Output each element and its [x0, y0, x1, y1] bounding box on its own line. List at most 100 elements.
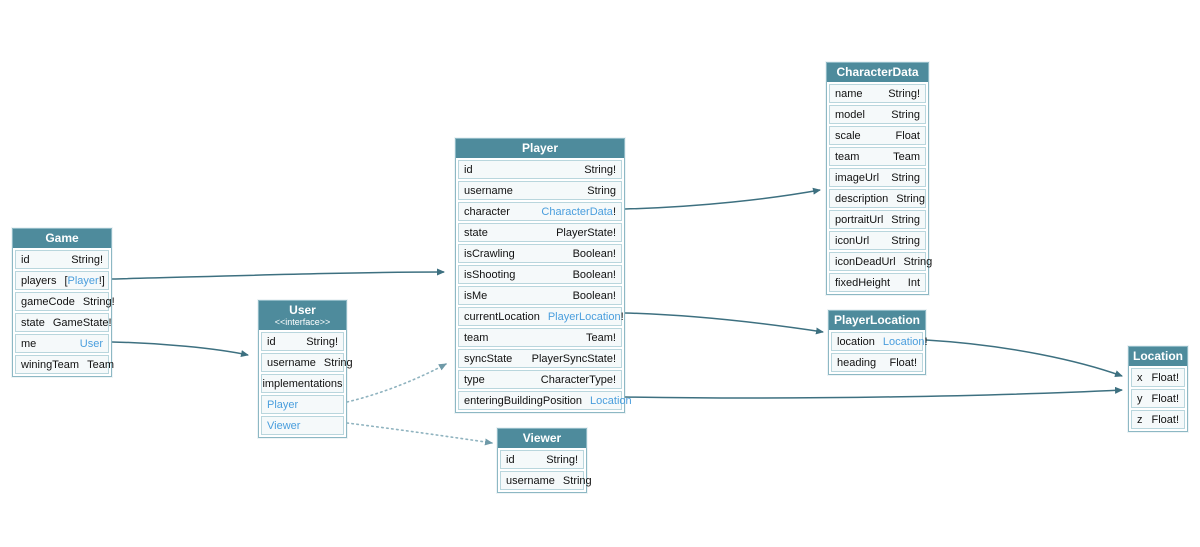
field-type: Float! [1151, 412, 1179, 428]
table-header-player[interactable]: Player [456, 139, 624, 158]
field-type: Boolean! [573, 267, 616, 283]
field-name: team [835, 151, 860, 163]
field-name: iconUrl [835, 235, 870, 247]
field-name: imageUrl [835, 172, 880, 184]
field-name: character [464, 206, 510, 218]
type-text: String! [888, 88, 920, 100]
table-header-location[interactable]: Location [1129, 347, 1187, 366]
table-header-characterdata[interactable]: CharacterData [827, 63, 928, 82]
field-type: Float! [889, 355, 917, 371]
type-text: Int [907, 277, 920, 289]
field-row-viewer-id[interactable]: id String! [500, 450, 584, 469]
type-link[interactable]: Location [590, 395, 632, 407]
table-title: CharacterData [836, 65, 919, 79]
field-row-location-z[interactable]: z Float! [1131, 410, 1185, 429]
field-name: username [506, 475, 555, 487]
type-text: String [891, 109, 920, 121]
type-link[interactable]: Player [67, 275, 99, 287]
type-link[interactable]: Location [882, 336, 925, 348]
field-name: id [506, 454, 515, 466]
type-text: Team [893, 151, 920, 163]
field-type: String [587, 183, 616, 199]
field-row-player-iscrawling[interactable]: isCrawling Boolean! [458, 244, 622, 263]
field-row-user-implementations[interactable]: implementations [261, 374, 344, 393]
field-row-game-players[interactable]: players[Player!] [15, 271, 109, 290]
field-name: isCrawling [464, 248, 515, 260]
type-text: String! [584, 164, 616, 176]
field-type: String [324, 355, 353, 371]
field-row-location-y[interactable]: y Float! [1131, 389, 1185, 408]
edge-user-player-to-player [346, 363, 447, 403]
implementation-link[interactable]: Player [267, 399, 299, 411]
type-text: CharacterType! [540, 374, 616, 386]
type-text: Boolean! [572, 248, 616, 260]
field-name: location [837, 336, 875, 348]
type-text: String [903, 256, 933, 268]
field-row-viewer-username[interactable]: username String [500, 471, 592, 490]
table-header-user[interactable]: User<<interface>> [259, 301, 346, 330]
edge-player-currentlocation-to-playerlocation [624, 312, 824, 335]
field-type: Int [908, 275, 920, 291]
field-name: z [1137, 414, 1143, 426]
type-link[interactable]: User [79, 338, 103, 350]
type-link[interactable]: PlayerLocation [547, 311, 621, 323]
type-text: String! [306, 336, 338, 348]
type-text: Float! [1151, 393, 1179, 405]
table-header-playerlocation[interactable]: PlayerLocation [829, 311, 925, 330]
field-name: team [464, 332, 489, 344]
field-type: Boolean! [573, 288, 616, 304]
field-row-player-team[interactable]: team Team! [458, 328, 622, 347]
field-name: state [464, 227, 488, 239]
table-title: PlayerLocation [833, 313, 921, 327]
field-row-user-viewer[interactable]: Viewer [261, 416, 344, 435]
table-header-viewer[interactable]: Viewer [498, 429, 586, 448]
type-text: String [891, 214, 921, 226]
field-type: String! [584, 162, 616, 178]
edge-playerlocation-location-to-location [925, 339, 1123, 377]
type-text: String! [82, 296, 115, 308]
type-link[interactable]: CharacterData [541, 206, 613, 218]
field-row-user-player[interactable]: Player [261, 395, 344, 414]
field-type: String! [546, 452, 578, 468]
field-row-characterdata-team[interactable]: team Team [829, 147, 926, 166]
field-type: Team [87, 357, 114, 373]
type-text: Team! [586, 332, 616, 344]
table-header-game[interactable]: Game [13, 229, 111, 248]
implementation-link[interactable]: Viewer [267, 420, 301, 432]
field-name: y [1137, 393, 1143, 405]
table-subtitle: <<interface>> [274, 317, 331, 327]
type-text: String [562, 475, 592, 487]
field-type: String [904, 254, 933, 270]
